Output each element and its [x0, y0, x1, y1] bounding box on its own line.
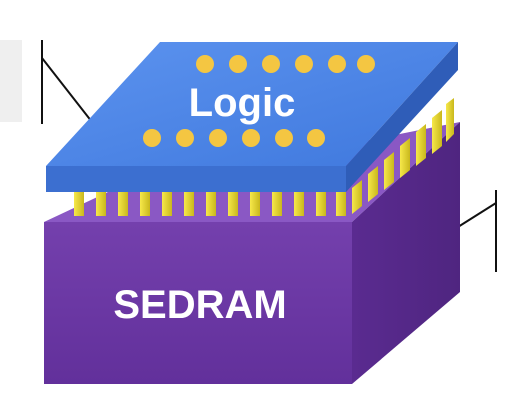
logic-dot [357, 55, 375, 73]
logic-dot [229, 55, 247, 73]
pin [432, 110, 442, 154]
logic-dot [196, 55, 214, 73]
logic-chip: Logic [46, 42, 458, 192]
front-pin-row [74, 192, 346, 216]
logic-dot [143, 129, 161, 147]
pin [294, 192, 304, 216]
logic-dot [209, 129, 227, 147]
sedram-label: SEDRAM [113, 283, 286, 327]
pin [74, 192, 84, 216]
left-gray-panel [0, 40, 22, 122]
logic-dot [328, 55, 346, 73]
pin [206, 192, 216, 216]
logic-dot [262, 55, 280, 73]
logic-dots-bottom [143, 129, 325, 147]
pin [446, 98, 454, 142]
pin [250, 192, 260, 216]
pin [272, 192, 282, 216]
pin [316, 192, 326, 216]
pin [336, 192, 346, 216]
sedram-right-face [352, 122, 460, 384]
logic-dot [307, 129, 325, 147]
pin [352, 180, 362, 214]
pin [162, 192, 172, 216]
logic-dot [275, 129, 293, 147]
pin [400, 138, 410, 178]
pin [368, 166, 378, 202]
logic-dots-top [196, 55, 375, 73]
pin [184, 192, 194, 216]
pin [228, 192, 238, 216]
pin [416, 124, 426, 166]
pin [96, 192, 106, 216]
pin [118, 192, 128, 216]
sedram-front-face [44, 222, 352, 384]
logic-label: Logic [189, 81, 296, 125]
right-pin-row [352, 98, 454, 214]
pin [384, 152, 394, 190]
logic-right-edge [346, 42, 458, 192]
logic-dot [242, 129, 260, 147]
logic-dot [295, 55, 313, 73]
leader-line-left [41, 40, 93, 124]
pin [140, 192, 150, 216]
logic-dot [176, 129, 194, 147]
logic-front-edge [46, 166, 346, 192]
